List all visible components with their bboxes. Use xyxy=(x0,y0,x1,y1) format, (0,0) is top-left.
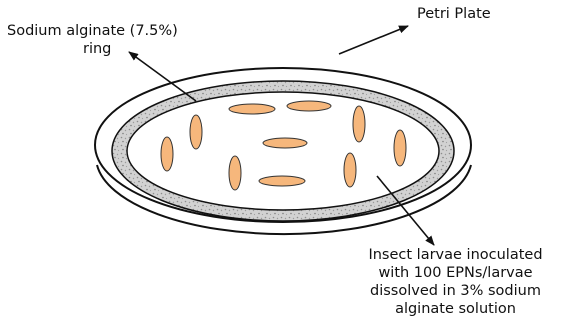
larva xyxy=(344,153,356,187)
larvae-label-line: alginate solution xyxy=(353,300,558,318)
sodium-alginate-ring-label: Sodium alginate (7.5%) ring xyxy=(7,22,178,58)
larva xyxy=(229,156,241,190)
larva xyxy=(259,176,305,186)
larva xyxy=(190,115,202,149)
larvae-label-line: dissolved in 3% sodium xyxy=(353,282,558,300)
ring-label-line: Sodium alginate (7.5%) xyxy=(7,22,178,40)
larva xyxy=(394,130,406,166)
ring-label-line: ring xyxy=(7,40,178,58)
larvae-label-line: with 100 EPNs/larvae xyxy=(353,264,558,282)
petri-plate-label: Petri Plate xyxy=(417,5,491,23)
larva xyxy=(229,104,275,114)
insect-larvae-label: Insect larvae inoculated with 100 EPNs/l… xyxy=(353,246,558,318)
larva xyxy=(263,138,307,148)
larva xyxy=(287,101,331,111)
plate-label-text: Petri Plate xyxy=(417,5,491,23)
plate-leader-arrow xyxy=(339,26,408,54)
larva xyxy=(353,106,365,142)
larva xyxy=(161,137,173,171)
larvae-label-line: Insect larvae inoculated xyxy=(353,246,558,264)
